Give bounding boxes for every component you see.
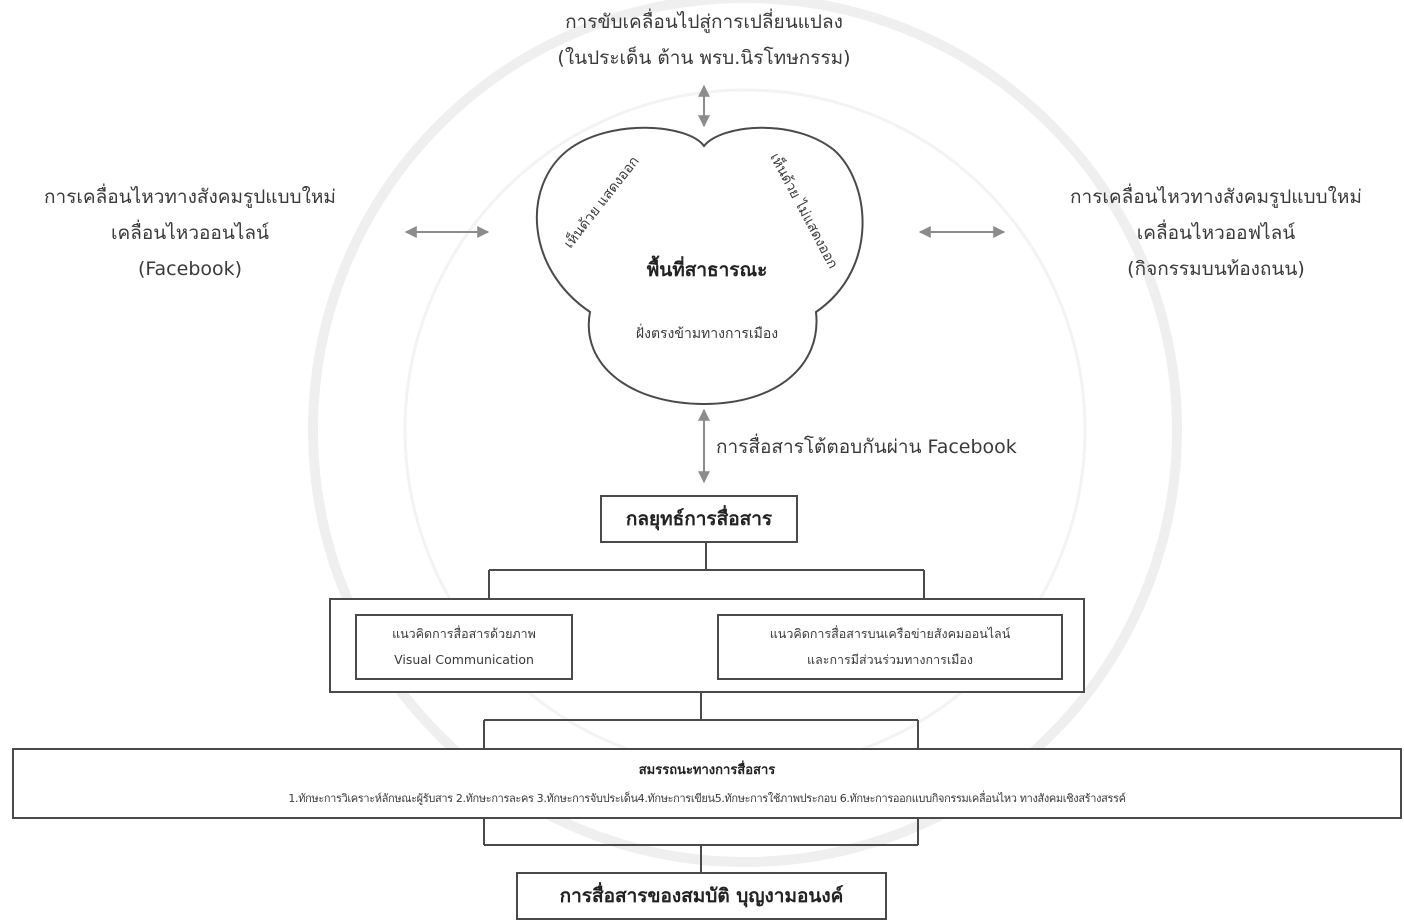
social-network-label: แนวคิดการสื่อสารบนเครือข่ายสังคมออนไลน์ … <box>769 626 1011 667</box>
interaction-label: การสื่อสารโต้ตอบกันผ่าน Facebook <box>716 436 1017 458</box>
result-label: การสื่อสารของสมบัติ บุญงามอนงค์ <box>559 885 844 907</box>
visual-communication-box: แนวคิดการสื่อสารด้วยภาพ Visual Communica… <box>355 614 573 680</box>
competency-items: 1.ทักษะการวิเคราะห์ลักษณะผู้รับสาร 2.ทัก… <box>288 792 1126 805</box>
competency-title: สมรรถนะทางการสื่อสาร <box>638 763 776 778</box>
top-goal-label: การขับเคลื่อนไปสู่การเปลี่ยนแปลง (ในประเ… <box>557 11 851 69</box>
social-network-box: แนวคิดการสื่อสารบนเครือข่ายสังคมออนไลน์ … <box>717 614 1063 680</box>
online-movement-label: การเคลื่อนไหวทางสังคมรูปแบบใหม่ เคลื่อนไ… <box>44 186 336 280</box>
visual-communication-label: แนวคิดการสื่อสารด้วยภาพ Visual Communica… <box>392 626 536 667</box>
offline-movement-label: การเคลื่อนไหวทางสังคมรูปแบบใหม่ เคลื่อนไ… <box>1070 186 1362 280</box>
strategy-box: กลยุทธ์การสื่อสาร <box>600 495 798 543</box>
strategy-label: กลยุทธ์การสื่อสาร <box>625 508 773 530</box>
lobe-bottom-label: ฝั่งตรงข้ามทางการเมือง <box>635 326 779 342</box>
competency-box: สมรรถนะทางการสื่อสาร 1.ทักษะการวิเคราะห์… <box>12 748 1402 819</box>
public-sphere-shape <box>535 126 864 406</box>
result-box: การสื่อสารของสมบัติ บุญงามอนงค์ <box>516 872 887 920</box>
public-sphere-title: พื้นที่สาธารณะ <box>646 259 768 281</box>
